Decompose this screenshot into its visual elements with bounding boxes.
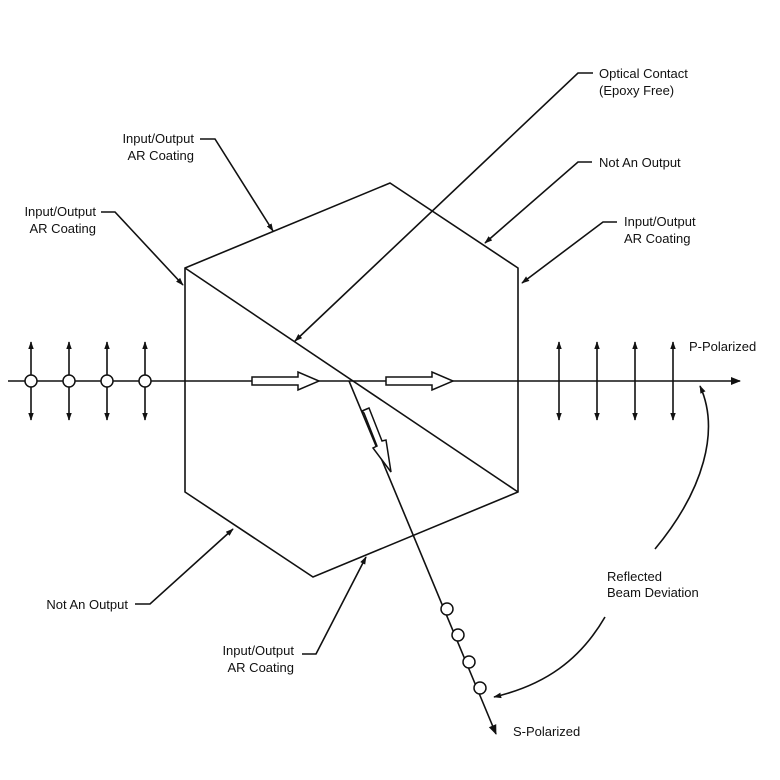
top-left-coating-label-2: AR Coating (128, 148, 194, 163)
top-right-not-output-label: Not An Output (599, 155, 681, 170)
bottom-coating-label: Input/Output (222, 643, 294, 658)
optical-contact-label: Optical Contact (599, 66, 688, 81)
reflected-beam-line (348, 380, 497, 735)
bottom-coating-leader (302, 556, 367, 655)
leader-lines (101, 72, 710, 699)
beam-deviation-label-2: Beam Deviation (607, 585, 699, 600)
bottom-left-not-output-label: Not An Output (46, 597, 128, 612)
p-polarized-label: P-Polarized (689, 339, 756, 354)
input-s-circle (138, 374, 152, 388)
input-s-circle (24, 374, 38, 388)
bottom-left-not-output-leader (135, 528, 234, 605)
output-s-circle (440, 602, 454, 616)
optical-contact-label-2: (Epoxy Free) (599, 83, 674, 98)
optical-contact-leader (294, 72, 593, 342)
output-s-polarization-symbols (440, 602, 487, 695)
right-coating-label-2: AR Coating (624, 231, 690, 246)
input-s-circle (62, 374, 76, 388)
input-s-circle (100, 374, 114, 388)
output-s-circle (473, 681, 487, 695)
left-coating-label: Input/Output (24, 204, 96, 219)
s-polarized-label: S-Polarized (513, 724, 580, 739)
transmitted-beam-direction-arrow (385, 370, 455, 392)
beam-deviation-arc-lower (493, 616, 606, 699)
beam-deviation-arc-upper (654, 385, 710, 550)
right-coating-label: Input/Output (624, 214, 696, 229)
left-coating-leader (101, 211, 184, 286)
optical-contact-interface (184, 267, 519, 493)
left-coating-label-2: AR Coating (30, 221, 96, 236)
top-right-not-output-leader (484, 161, 592, 244)
output-p-polarization-symbols (556, 341, 676, 421)
beam-deviation-label: Reflected (607, 569, 662, 584)
output-s-circle (451, 628, 465, 642)
incident-beam-direction-arrow (251, 370, 321, 392)
input-polarization-symbols (24, 341, 152, 421)
right-coating-leader (521, 221, 617, 284)
bottom-coating-label-2: AR Coating (228, 660, 294, 675)
reflected-beam-direction-arrow (360, 407, 392, 473)
top-left-coating-leader (200, 138, 274, 232)
output-s-circle (462, 655, 476, 669)
top-left-coating-label: Input/Output (122, 131, 194, 146)
